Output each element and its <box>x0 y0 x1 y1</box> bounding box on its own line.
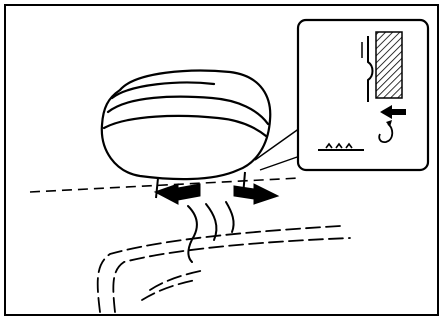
hand-outline-2 <box>206 204 216 240</box>
hand-outline-3 <box>226 202 234 232</box>
arrow-right-release <box>234 184 278 204</box>
release-arrows <box>155 184 278 204</box>
release-hand <box>188 202 234 262</box>
seat-back-inner <box>113 238 350 312</box>
arrow-left-release <box>155 184 200 204</box>
hatched-block <box>376 32 402 98</box>
hand-outline-1 <box>188 206 197 262</box>
seat-back <box>98 226 350 312</box>
seat-back-outer <box>98 226 340 312</box>
headrest <box>102 71 270 180</box>
seat-fold-1 <box>150 270 205 290</box>
post-left <box>156 178 158 198</box>
leader-lower <box>260 156 300 170</box>
headrest-seam-lower <box>104 116 266 136</box>
detail-inset <box>298 20 428 170</box>
inset-frame <box>298 20 428 170</box>
